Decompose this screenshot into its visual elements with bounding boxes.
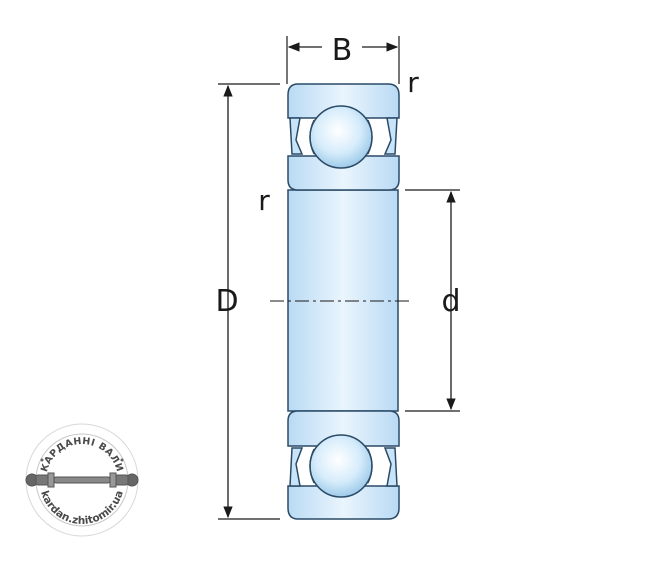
label-outer-diameter: D xyxy=(215,284,238,319)
shield-bottom-left xyxy=(289,447,304,487)
label-radius-side: r xyxy=(258,184,270,217)
label-radius-top: r xyxy=(407,66,419,99)
inner-ring-top xyxy=(287,155,400,191)
ball-bottom xyxy=(309,434,373,498)
shield-top-left xyxy=(289,117,304,155)
extension-lines xyxy=(218,36,460,520)
ball-top xyxy=(309,105,373,169)
shield-top-right xyxy=(383,117,398,155)
outer-ring-bottom xyxy=(287,485,400,520)
inner-ring-bottom xyxy=(287,410,400,447)
cardan-shaft-icon xyxy=(25,472,139,488)
kardan-logo: КАРДАННІ ВАЛИ kardan.zhitomir.ua xyxy=(25,423,139,537)
label-bore-diameter: d xyxy=(441,284,460,319)
outer-ring-top xyxy=(287,83,400,119)
dimension-lines xyxy=(223,42,456,519)
label-width: B xyxy=(332,33,353,68)
shield-bottom-right xyxy=(383,447,398,487)
